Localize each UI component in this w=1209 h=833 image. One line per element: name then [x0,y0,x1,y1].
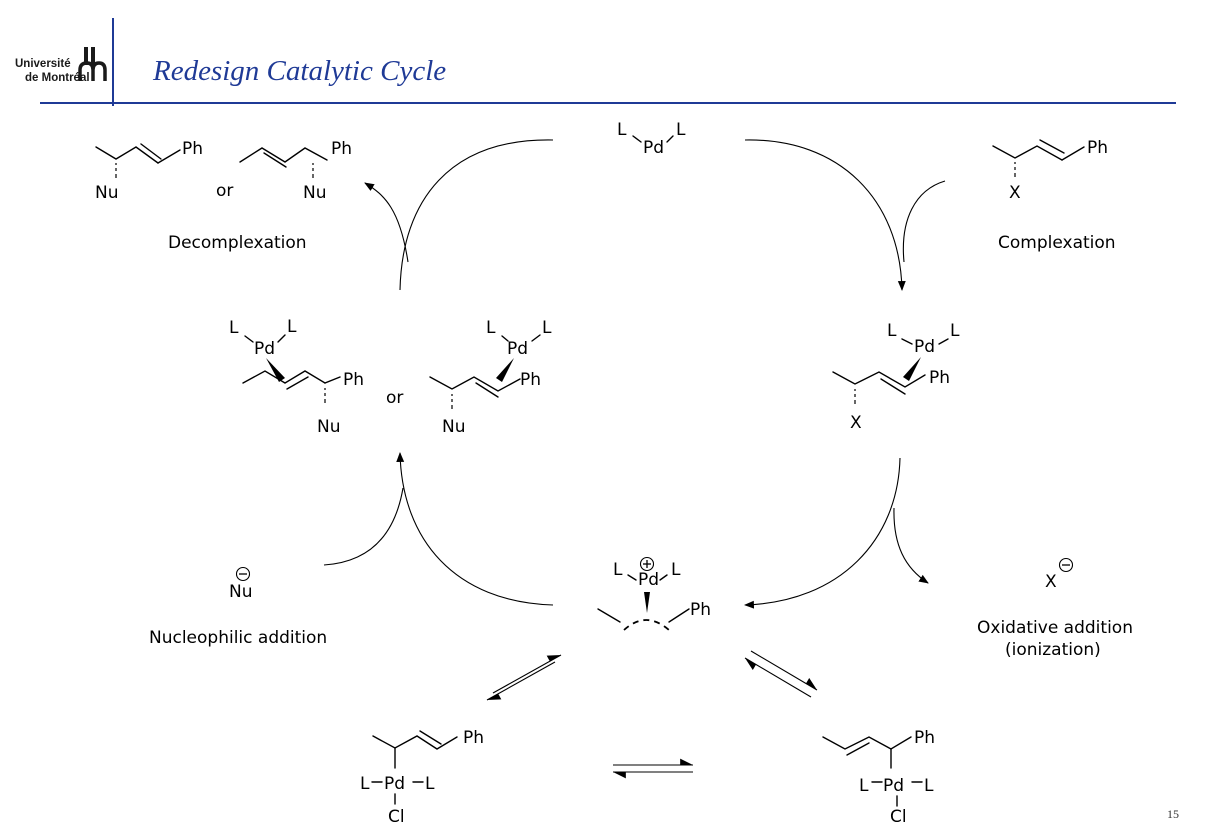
product-branched: Ph Nu [239,139,352,203]
page-number: 15 [1167,807,1179,821]
svg-text:Ph: Ph [914,728,935,748]
nucleophilic-addition-label: Nucleophilic addition [149,628,327,648]
svg-text:L: L [859,776,869,796]
svg-text:Pd: Pd [643,138,664,158]
negative-charge-icon [1058,557,1074,573]
svg-text:Ph: Ph [182,139,203,159]
svg-text:L: L [676,120,686,140]
svg-text:Pd: Pd [507,339,528,359]
svg-text:L: L [950,321,960,341]
product-linear: Ph Nu [95,139,203,203]
svg-text:L: L [617,120,627,140]
svg-text:Nu: Nu [317,417,341,437]
svg-text:L: L [287,317,297,337]
sigma-allyl-complex-left: Ph L Pd L Cl [360,728,484,827]
oxidative-addition-label: Oxidative addition [977,618,1133,638]
svg-text:Nu: Nu [95,183,119,203]
logo-line1: Université [15,58,71,70]
product-structures: Ph Nu or Ph Nu Decomplexation [95,139,352,253]
svg-text:L: L [613,560,623,580]
svg-text:Ph: Ph [929,368,950,388]
svg-text:Pd: Pd [384,774,405,794]
udem-emblem-icon [78,47,107,81]
svg-text:L: L [360,774,370,794]
svg-text:L: L [887,321,897,341]
logo-line2: de Montréal [25,72,90,84]
svg-text:X: X [1009,183,1021,203]
equilibrium-arrows [486,650,818,779]
svg-text:Nu: Nu [303,183,327,203]
catalyst-pd-l2: L L Pd [617,120,686,158]
svg-text:Ph: Ph [331,139,352,159]
pi-allyl-pd-cation: L L Pd Ph [597,556,711,631]
svg-text:L: L [486,318,496,338]
slide-title: Redesign Catalytic Cycle [152,55,446,87]
product-pd-complex-b: L L Pd Ph Nu [429,318,552,437]
product-pd-complexes: L L Pd Ph Nu or L L Pd Ph Nu [229,317,552,437]
svg-text:Ph: Ph [1087,138,1108,158]
cycle-arc-top-right [744,139,906,291]
svg-text:Ph: Ph [690,600,711,620]
svg-text:Ph: Ph [343,370,364,390]
decomplexation-label: Decomplexation [168,233,307,253]
svg-text:Pd: Pd [883,776,904,796]
cycle-arc-bottom-right [744,457,901,609]
svg-text:Cl: Cl [890,807,907,827]
slide-header: Université de Montréal Redesign Catalyti… [15,18,1176,106]
svg-text:L: L [229,318,239,338]
product-pd-complex-a: L L Pd Ph Nu [229,317,364,437]
svg-text:L: L [542,318,552,338]
svg-text:Ph: Ph [463,728,484,748]
nucleophile-branch-arrow [323,487,404,566]
svg-text:Pd: Pd [638,570,659,590]
ionization-label: (ionization) [1005,640,1101,660]
leaving-group: X Oxidative addition (ionization) [977,557,1133,660]
complexation-branch-arrow [902,180,946,263]
svg-text:Cl: Cl [388,807,405,827]
svg-text:Pd: Pd [254,339,275,359]
svg-text:X: X [850,413,862,433]
or-word-2: or [386,388,403,408]
svg-text:Ph: Ph [520,370,541,390]
sigma-allyl-complex-right: Ph L Pd L Cl [822,728,935,827]
cycle-arrows [323,139,946,609]
university-logo: Université de Montréal [15,47,107,84]
decomplexation-branch-arrow [364,182,409,263]
svg-text:L: L [671,560,681,580]
substrate-pd-complex: L L Pd Ph X [832,321,960,433]
cycle-arc-bottom-left [396,452,554,606]
complexation-label: Complexation [998,233,1116,253]
equilibrium-right [744,650,818,698]
svg-text:L: L [924,776,934,796]
or-word: or [216,181,233,201]
svg-text:Nu: Nu [229,582,253,602]
equilibrium-bottom [613,758,693,779]
cycle-arc-top-left [399,139,554,291]
ionization-branch-arrow [893,507,929,584]
substrate-structure: Ph X Complexation [992,138,1116,253]
negative-charge-icon [235,566,251,582]
svg-text:Pd: Pd [914,337,935,357]
svg-text:X: X [1045,572,1057,592]
svg-text:L: L [425,774,435,794]
nucleophile: Nu Nucleophilic addition [149,566,327,648]
sigma-allyl-complexes: Ph L Pd L Cl Ph L Pd L Cl [360,728,935,827]
positive-charge-icon [639,556,655,572]
equilibrium-left [486,654,562,701]
svg-text:Nu: Nu [442,417,466,437]
